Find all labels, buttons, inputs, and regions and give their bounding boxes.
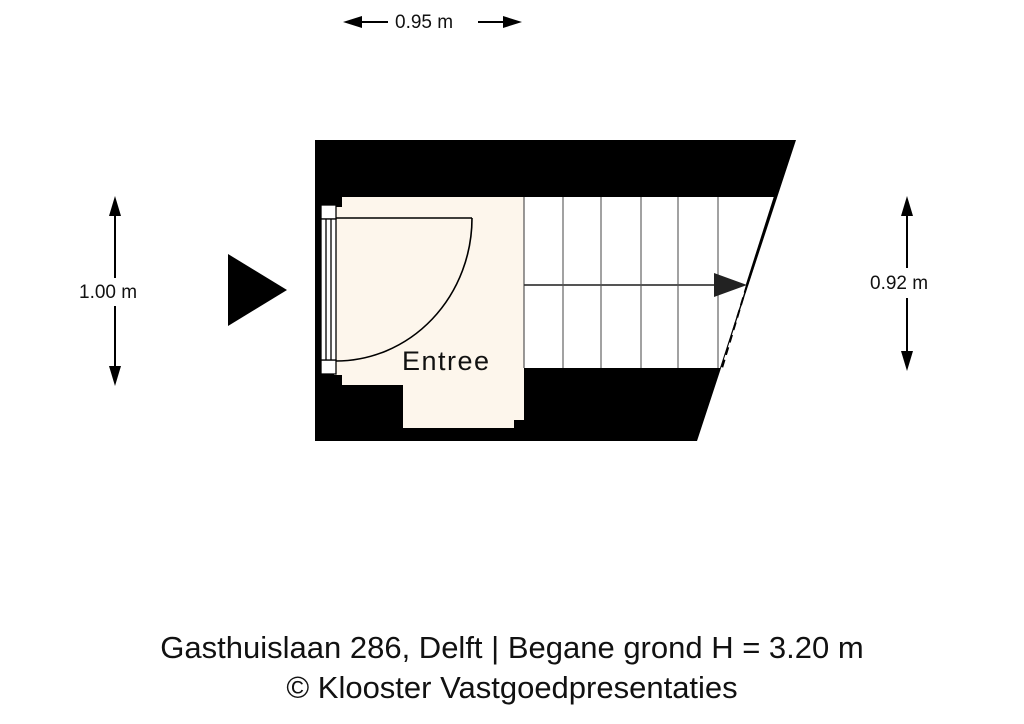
door-swing: [335, 217, 473, 362]
room-label-entree: Entree: [402, 346, 491, 376]
dimension-right-height: [901, 196, 913, 371]
dimension-label-left: 1.00 m: [79, 282, 138, 304]
dimension-top-width: [343, 16, 522, 28]
dimension-label-right: 0.92 m: [870, 273, 929, 295]
room-entree: [334, 197, 524, 428]
dimension-label-top: 0.95 m: [395, 12, 454, 34]
stair-cut-line: [745, 196, 777, 286]
dimension-left-height: [109, 196, 121, 386]
stair-direction-arrow: [524, 273, 747, 297]
staircase-area: [524, 197, 775, 368]
caption-copyright: © Klooster Vastgoedpresentaties: [286, 670, 738, 705]
caption-address: Gasthuislaan 286, Delft | Begane grond H…: [160, 630, 864, 665]
stair-cut-dashed: [721, 284, 748, 369]
entrance-door-frame: [320, 204, 337, 375]
entrance-arrow-icon: [228, 254, 287, 326]
